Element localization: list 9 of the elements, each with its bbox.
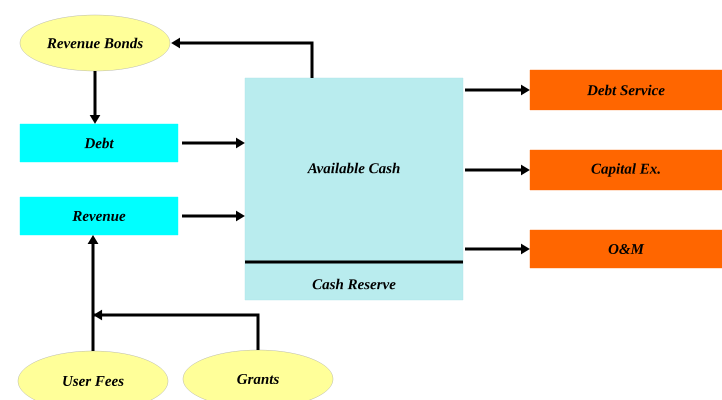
source-box: Debt	[20, 124, 178, 162]
use-box: O&M	[530, 230, 722, 268]
cash-box: Available Cash Cash Reserve	[244, 78, 464, 300]
use-box: Debt Service	[530, 70, 722, 110]
use-box: Capital Ex.	[530, 150, 722, 190]
oval-node: User Fees	[18, 350, 168, 400]
source-box: Revenue	[20, 196, 178, 236]
oval-node: Grants	[182, 350, 334, 400]
oval-node: Revenue Bonds	[20, 14, 170, 72]
